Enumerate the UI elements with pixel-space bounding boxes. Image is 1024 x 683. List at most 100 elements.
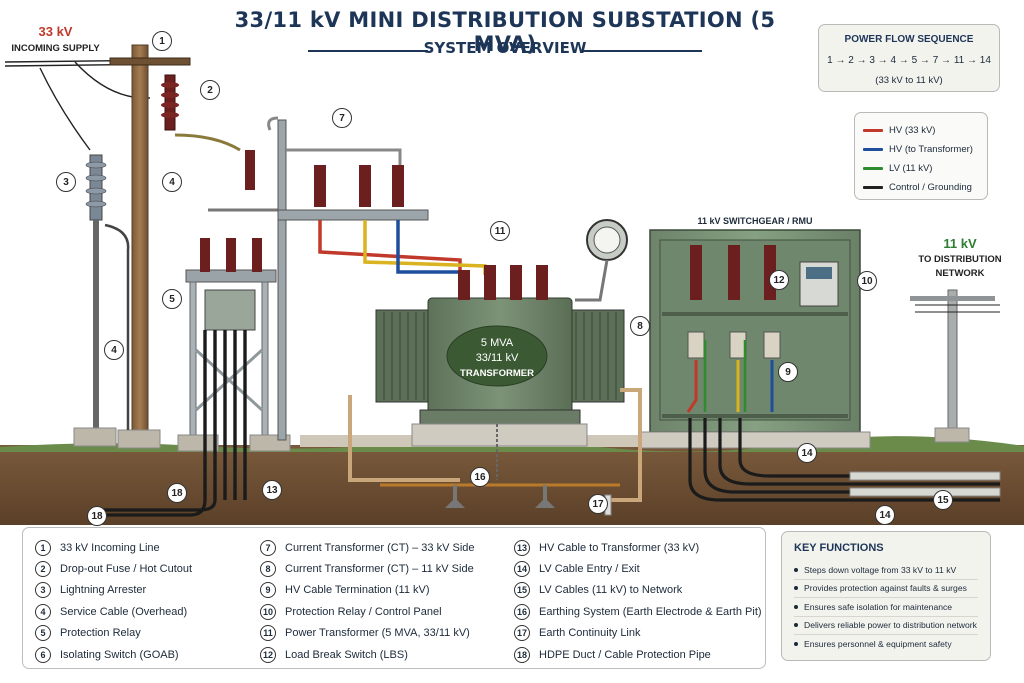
part-label: Protection Relay / Control Panel bbox=[285, 605, 442, 618]
part-number: 16 bbox=[514, 603, 530, 620]
part-number: 2 bbox=[35, 561, 51, 578]
part-number: 1 bbox=[35, 539, 51, 556]
callout-1: 1 bbox=[152, 31, 172, 51]
list-item: Provides protection against faults & sur… bbox=[794, 580, 978, 598]
parts-column-1: 1 33 kV Incoming Line 2 Drop-out Fuse / Ho… bbox=[35, 537, 192, 665]
page-title: 33/11 kV MINI DISTRIBUTION SUBSTATION (5… bbox=[234, 8, 776, 56]
part-number: 18 bbox=[514, 646, 530, 663]
part-number: 13 bbox=[514, 539, 530, 556]
part-number: 6 bbox=[35, 646, 51, 663]
gantry-ct bbox=[267, 116, 487, 441]
legend-swatch bbox=[863, 167, 883, 170]
power-flow-sequence: 1 → 2 → 3 → 4 → 5 → 7 → 11 → 14 bbox=[827, 55, 991, 66]
callout-2: 2 bbox=[200, 80, 220, 100]
switchgear-label: 11 kV SWITCHGEAR / RMU bbox=[697, 216, 812, 226]
list-item: Delivers reliable power to distribution … bbox=[794, 617, 978, 635]
main-pole bbox=[109, 44, 191, 449]
part-number: 14 bbox=[514, 561, 530, 578]
key-function-text: Provides protection against faults & sur… bbox=[804, 583, 967, 594]
list-item: Ensures safe isolation for maintenance bbox=[794, 598, 978, 617]
list-item: Ensures personnel & equipment safety bbox=[794, 635, 978, 654]
list-item: 1 33 kV Incoming Line bbox=[35, 537, 192, 558]
legend-label: HV (to Transformer) bbox=[889, 144, 973, 155]
subtitle-rule-right bbox=[582, 50, 702, 52]
parts-list: 1 33 kV Incoming Line 2 Drop-out Fuse / Ho… bbox=[22, 527, 766, 669]
callout-8: 8 bbox=[630, 316, 650, 336]
list-item: 18 HDPE Duct / Cable Protection Pipe bbox=[514, 644, 762, 665]
callout-16: 16 bbox=[470, 467, 490, 487]
incoming-supply-label: 33 kV INCOMING SUPPLY bbox=[8, 24, 103, 54]
part-number: 11 bbox=[260, 625, 276, 642]
power-flow-heading: POWER FLOW SEQUENCE bbox=[844, 34, 974, 45]
page-subtitle: SYSTEM OVERVIEW bbox=[423, 39, 587, 57]
key-functions-box: KEY FUNCTIONS Steps down voltage from 33… bbox=[781, 531, 991, 661]
list-item: 12 Load Break Switch (LBS) bbox=[260, 644, 475, 665]
part-label: Lightning Arrester bbox=[60, 584, 147, 597]
part-label: Current Transformer (CT) – 11 kV Side bbox=[285, 563, 474, 576]
legend-swatch bbox=[863, 186, 883, 189]
earthing-system bbox=[380, 424, 620, 516]
callout-10: 10 bbox=[857, 271, 877, 291]
power-flow-box: POWER FLOW SEQUENCE 1 → 2 → 3 → 4 → 5 → … bbox=[818, 24, 1000, 92]
part-label: Isolating Switch (GOAB) bbox=[60, 648, 179, 661]
list-item: 9 HV Cable Termination (11 kV) bbox=[260, 580, 475, 601]
callout-7: 7 bbox=[332, 108, 352, 128]
bullet-icon bbox=[794, 586, 798, 591]
part-label: Power Transformer (5 MVA, 33/11 kV) bbox=[285, 627, 470, 640]
power-transformer bbox=[375, 219, 628, 447]
part-label: HV Cable to Transformer (33 kV) bbox=[539, 541, 700, 554]
callout-13: 13 bbox=[262, 480, 282, 500]
subtitle-row: SYSTEM OVERVIEW bbox=[280, 39, 730, 61]
subtitle-rule-left bbox=[308, 50, 428, 52]
legend-label: HV (33 kV) bbox=[889, 125, 936, 136]
part-label: Earth Continuity Link bbox=[539, 627, 641, 640]
part-number: 4 bbox=[35, 603, 51, 620]
part-label: HDPE Duct / Cable Protection Pipe bbox=[539, 648, 711, 661]
outgoing-kv: 11 kV bbox=[943, 236, 977, 251]
transformer-rating-label: 5 MVA bbox=[481, 337, 514, 349]
part-number: 3 bbox=[35, 582, 51, 599]
part-number: 12 bbox=[260, 646, 276, 663]
switchgear-cabinet bbox=[639, 229, 871, 449]
callout-17: 17 bbox=[588, 494, 608, 514]
callout-18b: 18 bbox=[87, 506, 107, 526]
part-label: Load Break Switch (LBS) bbox=[285, 648, 408, 661]
part-label: HV Cable Termination (11 kV) bbox=[285, 584, 430, 597]
outgoing-text-2: NETWORK bbox=[935, 268, 985, 279]
part-label: Protection Relay bbox=[60, 627, 141, 640]
legend-swatch bbox=[863, 129, 883, 132]
part-label: 33 kV Incoming Line bbox=[60, 541, 160, 554]
legend-label: LV (11 kV) bbox=[889, 163, 933, 174]
callout-14a: 14 bbox=[797, 443, 817, 463]
isolator-structure bbox=[177, 208, 291, 500]
legend-item: Control / Grounding bbox=[863, 178, 987, 197]
bullet-icon bbox=[794, 623, 798, 628]
list-item: 13 HV Cable to Transformer (33 kV) bbox=[514, 537, 762, 558]
part-label: Drop-out Fuse / Hot Cutout bbox=[60, 563, 193, 576]
list-item: 3 Lightning Arrester bbox=[35, 580, 192, 601]
part-number: 9 bbox=[260, 582, 276, 599]
key-function-text: Ensures personnel & equipment safety bbox=[804, 639, 952, 650]
legend-swatch bbox=[863, 148, 883, 151]
callout-3: 3 bbox=[56, 172, 76, 192]
list-item: 6 Isolating Switch (GOAB) bbox=[35, 644, 192, 665]
list-item: Steps down voltage from 33 kV to 11 kV bbox=[794, 561, 978, 580]
key-functions-heading: KEY FUNCTIONS bbox=[794, 542, 884, 554]
underground-cables bbox=[95, 388, 1001, 517]
list-item: 16 Earthing System (Earth Electrode & Ear… bbox=[514, 601, 762, 622]
part-label: Current Transformer (CT) – 33 kV Side bbox=[285, 541, 475, 554]
bullet-icon bbox=[794, 642, 798, 647]
callout-14b: 14 bbox=[875, 505, 895, 525]
incoming-text: INCOMING SUPPLY bbox=[11, 43, 100, 54]
incoming-kv: 33 kV bbox=[38, 24, 73, 39]
part-label: Earthing System (Earth Electrode & Earth… bbox=[539, 605, 762, 618]
legend: HV (33 kV) HV (to Transformer) LV (11 kV… bbox=[854, 112, 988, 200]
outgoing-pole bbox=[910, 289, 1000, 443]
outgoing-network-label: 11 kV TO DISTRIBUTION NETWORK bbox=[905, 236, 1015, 279]
